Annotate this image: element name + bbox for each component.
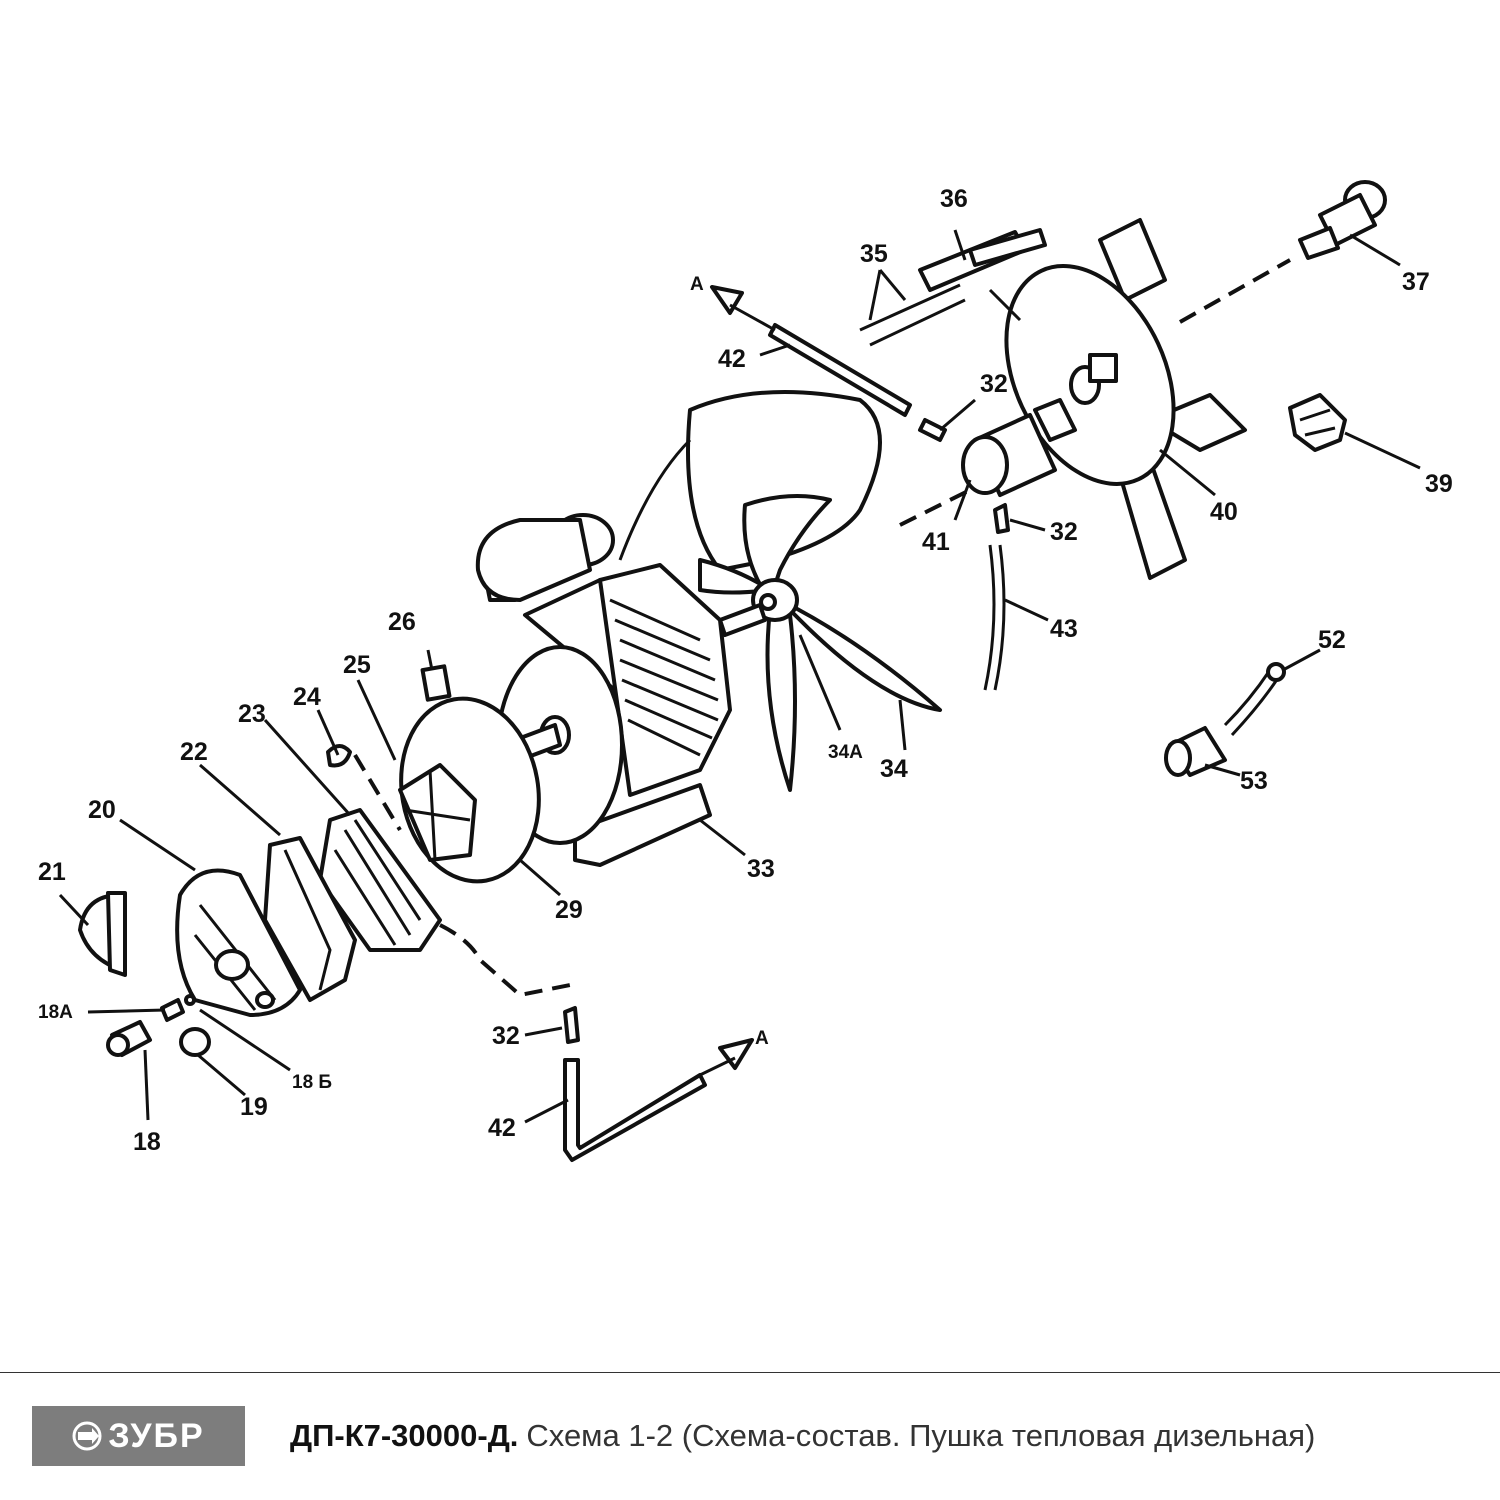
label-26: 26 <box>388 608 416 636</box>
model-number: ДП-К7-30000-Д. <box>290 1418 519 1453</box>
label-18a: 18А <box>38 1002 73 1023</box>
footer-divider <box>0 1372 1500 1373</box>
part-42-lower-tube <box>563 1006 754 1162</box>
label-34a: 34А <box>828 742 863 763</box>
label-43: 43 <box>1050 615 1078 643</box>
part-33-motor <box>475 513 732 867</box>
label-18: 18 <box>133 1128 161 1156</box>
exploded-parts-diagram: 36 35 37 A 42 32 39 40 41 32 43 26 25 24… <box>38 180 1453 1162</box>
label-34: 34 <box>880 755 908 783</box>
label-29: 29 <box>555 896 583 924</box>
label-41: 41 <box>922 528 950 556</box>
part-41-cylinder <box>961 398 1077 497</box>
parts-18-19-fasteners <box>106 994 211 1057</box>
label-arrow-a-lower: A <box>755 1028 769 1049</box>
label-42-lower: 42 <box>488 1114 516 1142</box>
label-24: 24 <box>293 683 321 711</box>
part-42-upper-tube <box>710 285 947 442</box>
label-32-upper: 32 <box>980 370 1008 398</box>
label-20: 20 <box>88 796 116 824</box>
footer-caption: ДП-К7-30000-Д.Схема 1-2 (Схема-состав. П… <box>290 1418 1315 1454</box>
label-35: 35 <box>860 240 888 268</box>
label-19: 19 <box>240 1093 268 1121</box>
parts-52-53-sensor <box>1164 662 1286 777</box>
label-53: 53 <box>1240 767 1268 795</box>
label-23: 23 <box>238 700 266 728</box>
label-32-middle: 32 <box>1050 518 1078 546</box>
part-34-fan <box>618 390 942 792</box>
label-52: 52 <box>1318 626 1346 654</box>
brand-mark-icon <box>72 1421 102 1451</box>
brand-logo: ЗУБР <box>32 1406 245 1466</box>
part-39-bracket <box>1288 393 1347 452</box>
small-parts-24-25-26 <box>326 664 452 768</box>
label-22: 22 <box>180 738 208 766</box>
label-40: 40 <box>1210 498 1238 526</box>
part-37-burner-nozzle <box>1298 180 1387 260</box>
label-36: 36 <box>940 185 968 213</box>
part-21-cover <box>78 891 127 977</box>
label-arrow-a-upper: A <box>690 274 704 295</box>
label-37: 37 <box>1402 268 1430 296</box>
label-33: 33 <box>747 855 775 883</box>
brand-logo-text: ЗУБР <box>108 1416 205 1455</box>
leader-lines <box>58 229 1421 1124</box>
label-21: 21 <box>38 858 66 886</box>
part-29-flange <box>398 696 541 884</box>
label-39: 39 <box>1425 470 1453 498</box>
part-35-36-electrodes <box>859 228 1047 347</box>
diagram-description: Схема 1-2 (Схема-состав. Пушка тепловая … <box>526 1418 1316 1453</box>
label-25: 25 <box>343 651 371 679</box>
label-18b: 18 Б <box>292 1072 332 1093</box>
part-40-fan-plate <box>1004 218 1247 580</box>
parts-20-22-23-housing <box>175 808 442 1017</box>
label-42-upper: 42 <box>718 345 746 373</box>
part-labels: 36 35 37 A 42 32 39 40 41 32 43 26 25 24… <box>38 185 1453 1156</box>
label-32-lower: 32 <box>492 1022 520 1050</box>
part-43-hose <box>983 503 1010 691</box>
